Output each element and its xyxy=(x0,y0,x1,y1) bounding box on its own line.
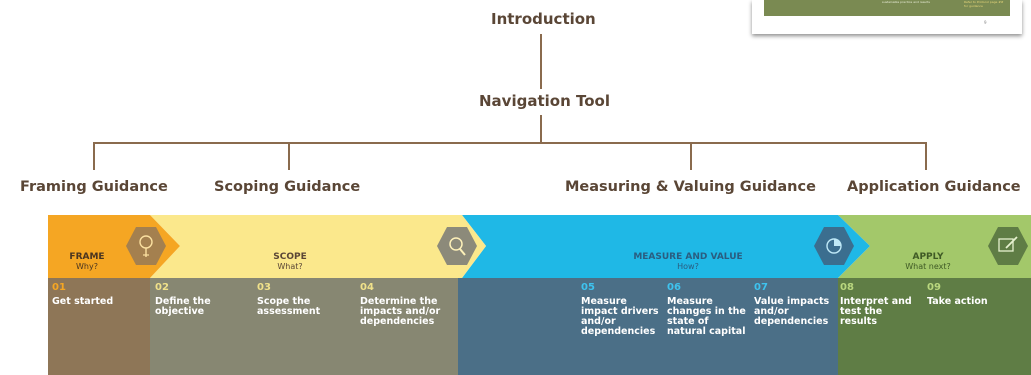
lightbulb-icon xyxy=(126,227,166,265)
connector-application xyxy=(925,142,927,170)
step-number: 02 xyxy=(155,282,169,293)
step-label: Measure impact drivers and/or dependenci… xyxy=(581,296,659,337)
page-thumbnail: sustainable practice and results Refer t… xyxy=(752,0,1022,34)
step-label: Scope the assessment xyxy=(257,296,321,317)
frame-column xyxy=(48,278,150,375)
measure-stage-label: MEASURE AND VALUE How? xyxy=(608,252,768,272)
step-01[interactable]: 01 Get started xyxy=(52,283,142,307)
scope-column xyxy=(150,278,458,375)
step-number: 03 xyxy=(257,282,271,293)
step-label: Take action xyxy=(927,296,988,307)
measure-title: MEASURE AND VALUE xyxy=(633,252,743,262)
scope-title: SCOPE xyxy=(273,252,307,262)
step-03[interactable]: 03 Scope the assessment xyxy=(257,283,337,317)
apply-stage-label: APPLY What next? xyxy=(898,252,958,272)
measure-subtitle: How? xyxy=(677,262,699,271)
thumbnail-text-a: sustainable practice and results xyxy=(882,0,930,4)
apply-band xyxy=(838,215,1031,278)
measure-band xyxy=(462,215,870,278)
step-number: 01 xyxy=(52,282,66,293)
measure-column xyxy=(458,278,838,375)
introduction-node[interactable]: Introduction xyxy=(491,10,596,28)
apply-title: APPLY xyxy=(912,252,944,262)
connector-nav xyxy=(540,115,542,143)
scoping-guidance-node[interactable]: Scoping Guidance xyxy=(214,179,361,195)
step-number: 09 xyxy=(927,282,941,293)
scope-band xyxy=(150,215,486,278)
step-04[interactable]: 04 Determine the impacts and/or dependen… xyxy=(360,283,445,327)
application-guidance-node[interactable]: Application Guidance xyxy=(847,179,1021,195)
step-number: 06 xyxy=(667,282,681,293)
frame-title: FRAME xyxy=(69,252,105,262)
step-09[interactable]: 09 Take action xyxy=(927,283,1027,307)
frame-subtitle: Why? xyxy=(76,262,98,271)
navigation-tool-node[interactable]: Navigation Tool xyxy=(479,92,610,110)
step-02[interactable]: 02 Define the objective xyxy=(155,283,230,317)
apply-column xyxy=(838,278,1031,375)
step-label: Interpret and test the results xyxy=(840,296,912,327)
framing-guidance-node[interactable]: Framing Guidance xyxy=(20,179,168,195)
stage-banner xyxy=(48,215,1031,278)
step-label: Measure changes in the state of natural … xyxy=(667,296,746,337)
magnifier-icon xyxy=(437,227,477,265)
step-label: Get started xyxy=(52,296,114,307)
step-number: 04 xyxy=(360,282,374,293)
step-number: 05 xyxy=(581,282,595,293)
step-number: 08 xyxy=(840,282,854,293)
step-label: Define the objective xyxy=(155,296,211,317)
step-05[interactable]: 05 Measure impact drivers and/or depende… xyxy=(581,283,661,337)
thumbnail-banner: sustainable practice and results Refer t… xyxy=(764,0,1010,16)
step-07[interactable]: 07 Value impacts and/or dependencies xyxy=(754,283,834,327)
thumbnail-page-number: 9 xyxy=(984,20,987,25)
step-label: Determine the impacts and/or dependencie… xyxy=(360,296,441,327)
apply-subtitle: What next? xyxy=(905,262,951,271)
measuring-valuing-guidance-node[interactable]: Measuring & Valuing Guidance xyxy=(565,179,816,195)
pie-chart-icon xyxy=(814,227,854,265)
step-08[interactable]: 08 Interpret and test the results xyxy=(840,283,915,327)
step-number: 07 xyxy=(754,282,768,293)
connector-scoping xyxy=(288,142,290,170)
connector-horizontal xyxy=(93,142,927,144)
scope-stage-label: SCOPE What? xyxy=(260,252,320,272)
step-06[interactable]: 06 Measure changes in the state of natur… xyxy=(667,283,749,337)
thumbnail-text-b: Refer to Protocol page ## for guidance xyxy=(964,0,1004,8)
frame-stage-label: FRAME Why? xyxy=(62,252,112,272)
step-label: Value impacts and/or dependencies xyxy=(754,296,830,327)
pencil-icon xyxy=(988,227,1028,265)
connector-measuring xyxy=(690,142,692,170)
scope-subtitle: What? xyxy=(277,262,303,271)
connector-root xyxy=(540,34,542,89)
connector-framing xyxy=(93,142,95,170)
